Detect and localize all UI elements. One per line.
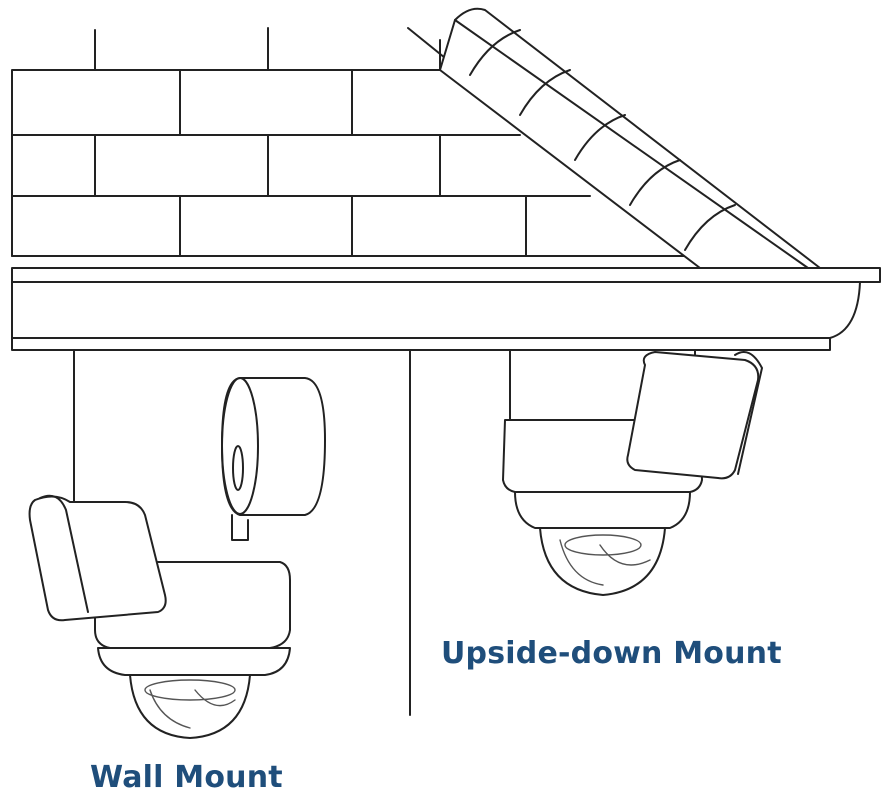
- eave: [11, 267, 881, 351]
- upside-down-camera: [502, 349, 763, 596]
- wall-mount-label: Wall Mount: [90, 760, 283, 795]
- brick-wall: [11, 27, 691, 257]
- upside-down-mount-label: Upside-down Mount: [441, 636, 782, 671]
- wall-camera: [28, 377, 326, 739]
- roof-tiles: [407, 7, 821, 269]
